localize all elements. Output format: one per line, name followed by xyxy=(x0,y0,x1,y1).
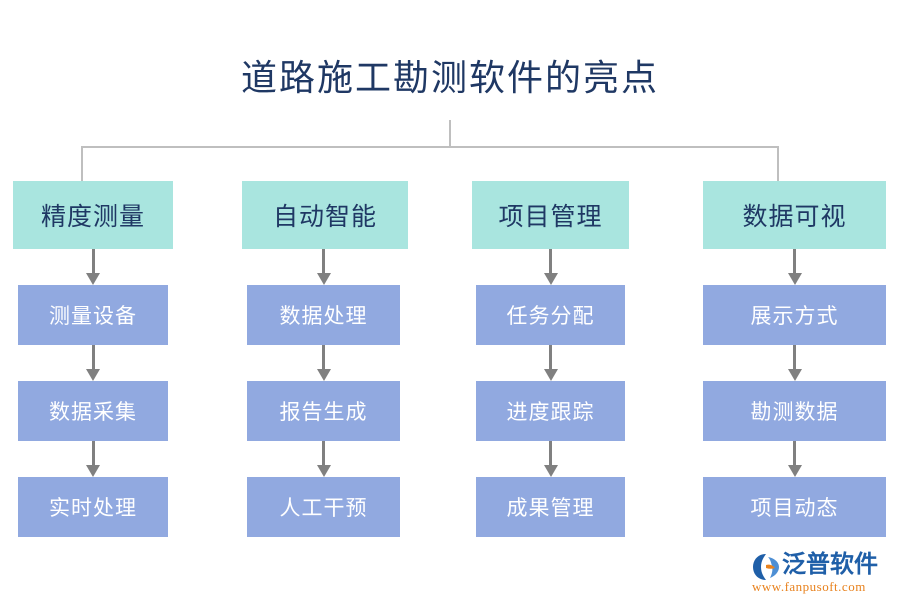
arrow-head-icon xyxy=(543,273,558,285)
arrow-head-icon xyxy=(543,465,558,477)
column-header-1[interactable]: 自动智能 xyxy=(242,181,408,249)
node-1-2[interactable]: 人工干预 xyxy=(247,477,400,537)
arrow-head-icon xyxy=(86,465,100,477)
connector-horizontal-bar xyxy=(81,146,779,148)
arrow-shaft xyxy=(322,441,325,467)
logo-website-url: www.fanpusoft.com xyxy=(752,579,866,594)
column-header-0[interactable]: 精度测量 xyxy=(13,181,173,249)
column-project-management: 项目管理 任务分配 进度跟踪 成果管理 xyxy=(472,181,629,537)
arrow-node-3-1-to-3-2 xyxy=(703,441,886,477)
node-1-0[interactable]: 数据处理 xyxy=(247,285,400,345)
connector-stem xyxy=(449,120,451,147)
node-0-1[interactable]: 数据采集 xyxy=(18,381,168,441)
node-3-0[interactable]: 展示方式 xyxy=(703,285,886,345)
arrow-shaft xyxy=(91,345,95,371)
column-automation-intelligence: 自动智能 数据处理 报告生成 人工干预 xyxy=(242,181,408,537)
arrow-node-1-0-to-1-1 xyxy=(247,345,400,381)
column-data-visualization: 数据可视 展示方式 勘测数据 项目动态 xyxy=(703,181,886,537)
column-precision-measurement: 精度测量 测量设备 数据采集 实时处理 xyxy=(13,181,173,537)
arrow-shaft xyxy=(91,441,95,467)
arrow-header-to-node-0-0 xyxy=(18,249,168,285)
arrow-header-to-node-1-0 xyxy=(247,249,400,285)
column-nodes-0: 测量设备 数据采集 实时处理 xyxy=(18,249,168,537)
column-header-2[interactable]: 项目管理 xyxy=(472,181,629,249)
node-2-2[interactable]: 成果管理 xyxy=(476,477,625,537)
node-3-2[interactable]: 项目动态 xyxy=(703,477,886,537)
column-nodes-3: 展示方式 勘测数据 项目动态 xyxy=(703,249,886,537)
arrow-header-to-node-2-0 xyxy=(476,249,625,285)
node-0-2[interactable]: 实时处理 xyxy=(18,477,168,537)
column-nodes-1: 数据处理 报告生成 人工干预 xyxy=(247,249,400,537)
node-2-0[interactable]: 任务分配 xyxy=(476,285,625,345)
arrow-head-icon xyxy=(787,369,802,381)
arrow-node-2-0-to-2-1 xyxy=(476,345,625,381)
arrow-head-icon xyxy=(543,369,558,381)
arrow-shaft xyxy=(793,249,796,275)
node-0-0[interactable]: 测量设备 xyxy=(18,285,168,345)
arrow-node-1-1-to-1-2 xyxy=(247,441,400,477)
connector-leg-right xyxy=(777,146,779,182)
column-header-3[interactable]: 数据可视 xyxy=(703,181,886,249)
node-3-1[interactable]: 勘测数据 xyxy=(703,381,886,441)
arrow-head-icon xyxy=(316,273,331,285)
arrow-node-2-1-to-2-2 xyxy=(476,441,625,477)
node-1-1[interactable]: 报告生成 xyxy=(247,381,400,441)
arrow-shaft xyxy=(549,249,552,275)
arrow-head-icon xyxy=(316,369,331,381)
arrow-header-to-node-3-0 xyxy=(703,249,886,285)
arrow-shaft xyxy=(549,441,552,467)
node-2-1[interactable]: 进度跟踪 xyxy=(476,381,625,441)
arrow-head-icon xyxy=(787,465,802,477)
arrow-node-0-1-to-0-2 xyxy=(18,441,168,477)
logo-company-name: 泛普软件 xyxy=(782,552,878,578)
arrow-shaft xyxy=(793,441,796,467)
arrow-shaft xyxy=(322,345,325,371)
arrow-shaft xyxy=(91,249,95,275)
arrow-shaft xyxy=(549,345,552,371)
arrow-head-icon xyxy=(86,273,100,285)
brand-logo: 泛普软件 www.fanpusoft.com xyxy=(752,551,892,595)
arrow-head-icon xyxy=(316,465,331,477)
column-nodes-2: 任务分配 进度跟踪 成果管理 xyxy=(476,249,625,537)
arrow-node-0-0-to-0-1 xyxy=(18,345,168,381)
arrow-shaft xyxy=(793,345,796,371)
page-title: 道路施工勘测软件的亮点 xyxy=(240,58,659,98)
fanpu-swoosh-icon xyxy=(753,554,779,580)
arrow-node-3-0-to-3-1 xyxy=(703,345,886,381)
arrow-head-icon xyxy=(86,369,100,381)
connector-leg-left xyxy=(81,146,83,182)
arrow-shaft xyxy=(322,249,325,275)
arrow-head-icon xyxy=(787,273,802,285)
